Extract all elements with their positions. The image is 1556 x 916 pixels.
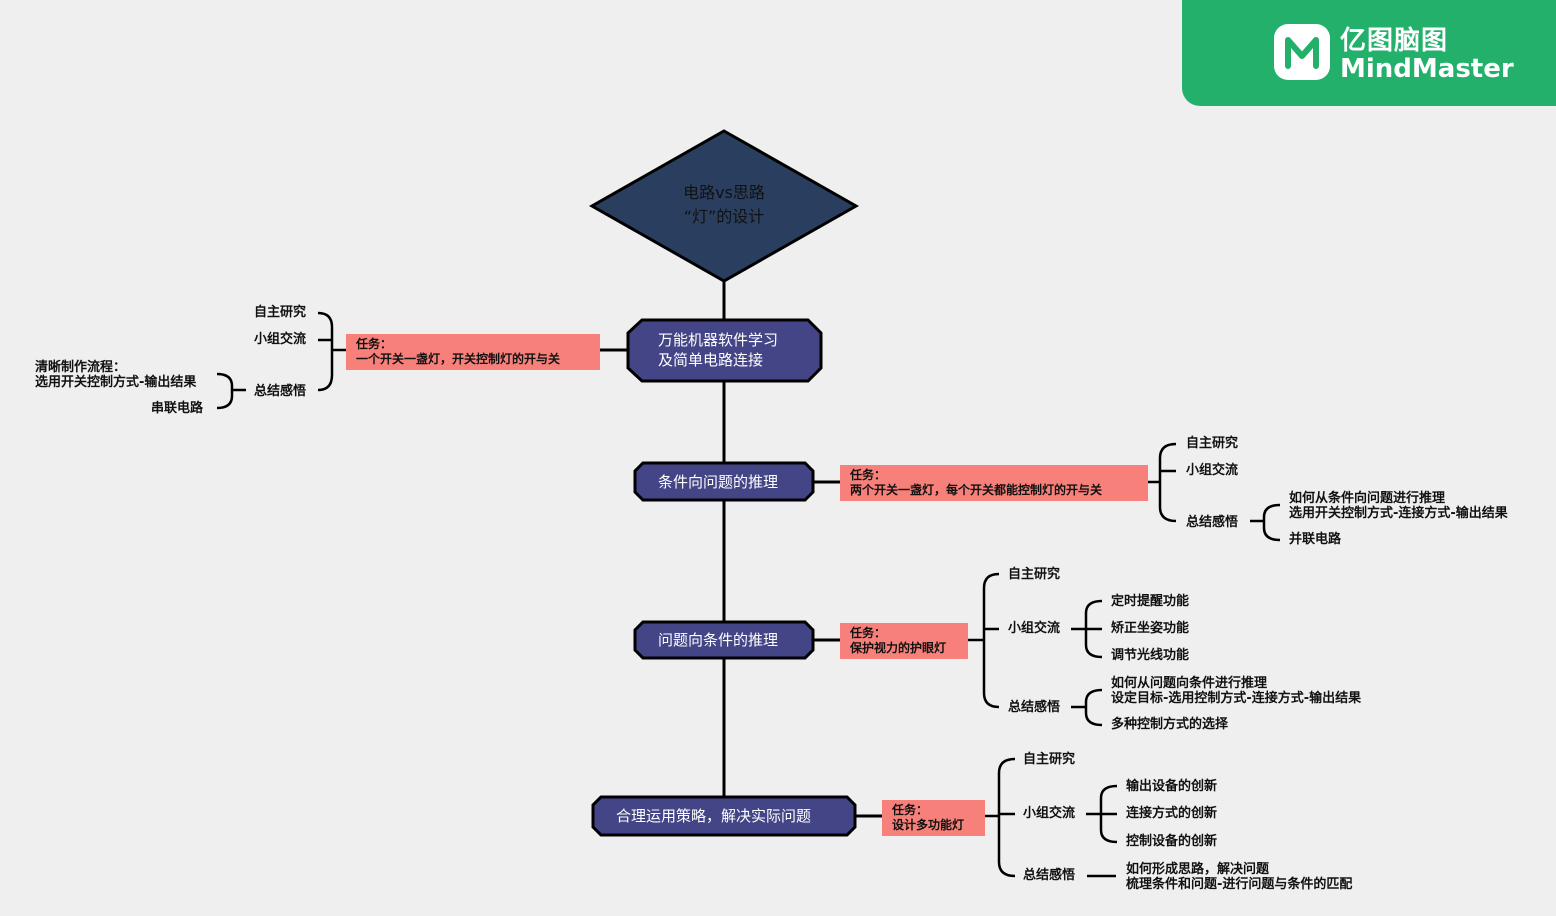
task-box-1[interactable]: 任务： 一个开关一盏灯，开关控制灯的开与关 <box>346 334 600 370</box>
b3-summary-item-1[interactable]: 如何从问题向条件进行推理 设定目标-选用控制方式-连接方式-输出结果 <box>1111 676 1361 706</box>
root-diamond <box>588 129 860 283</box>
main-node-2[interactable]: 条件向问题的推理 <box>658 473 779 491</box>
main-node-2-shape <box>633 461 815 502</box>
b3-self-study[interactable]: 自主研究 <box>1008 567 1061 582</box>
brand-name-cn: 亿图脑图 <box>1340 26 1449 56</box>
task-1-line-1: 任务： <box>356 337 393 351</box>
brand-name-en: MindMaster <box>1340 54 1514 84</box>
root-topic[interactable]: 电路vs思路 “灯”的设计 <box>624 181 824 229</box>
b3-summary-item-1-line-2: 设定目标-选用控制方式-连接方式-输出结果 <box>1111 691 1362 706</box>
b3-group-item-2[interactable]: 矫正坐姿功能 <box>1111 621 1190 636</box>
b1-summary[interactable]: 总结感悟 <box>254 384 307 399</box>
b2-group[interactable]: 小组交流 <box>1186 463 1239 478</box>
task-3-line-2: 保护视力的护眼灯 <box>850 641 947 655</box>
b2-summary-item-2[interactable]: 并联电路 <box>1289 532 1342 547</box>
main-node-1-line-2: 及简单电路连接 <box>658 351 764 369</box>
main-node-4-shape <box>591 795 857 837</box>
b4-self-study[interactable]: 自主研究 <box>1023 752 1076 767</box>
main-node-3[interactable]: 问题向条件的推理 <box>658 631 779 649</box>
b2-summary-item-1-line-1: 如何从条件向问题进行推理 <box>1289 491 1446 506</box>
b1-self-study[interactable]: 自主研究 <box>254 305 307 320</box>
b4-summary-item-1-line-1: 如何形成思路，解决问题 <box>1126 862 1270 877</box>
main-node-1-line-1: 万能机器软件学习 <box>658 331 779 349</box>
b4-group[interactable]: 小组交流 <box>1023 806 1076 821</box>
task-3-line-1: 任务： <box>850 626 887 640</box>
task-box-2[interactable]: 任务： 两个开关一盏灯，每个开关都能控制灯的开与关 <box>840 465 1148 501</box>
task-box-3[interactable]: 任务： 保护视力的护眼灯 <box>840 623 968 659</box>
task-4-line-1: 任务： <box>892 803 929 817</box>
main-node-3-shape <box>633 620 815 660</box>
b4-summary-item-1[interactable]: 如何形成思路，解决问题 梳理条件和问题-进行问题与条件的匹配 <box>1126 862 1352 892</box>
b2-summary[interactable]: 总结感悟 <box>1186 515 1239 530</box>
b2-self-study[interactable]: 自主研究 <box>1186 436 1239 451</box>
root-line-2: “灯”的设计 <box>683 207 765 226</box>
b4-summary[interactable]: 总结感悟 <box>1023 868 1076 883</box>
task-box-4[interactable]: 任务： 设计多功能灯 <box>882 800 985 836</box>
b4-group-item-2[interactable]: 连接方式的创新 <box>1126 806 1218 821</box>
b1-group[interactable]: 小组交流 <box>254 332 307 347</box>
b1-summary-item-2[interactable]: 串联电路 <box>151 401 204 416</box>
b3-group-item-1[interactable]: 定时提醒功能 <box>1111 594 1190 609</box>
b3-group-item-3[interactable]: 调节光线功能 <box>1111 648 1190 663</box>
b2-summary-item-1-line-2: 选用开关控制方式-连接方式-输出结果 <box>1289 506 1508 521</box>
main-node-4[interactable]: 合理运用策略，解决实际问题 <box>616 807 812 825</box>
b1-summary-item-1-line-1: 清晰制作流程： <box>35 360 127 375</box>
main-node-1[interactable]: 万能机器软件学习 及简单电路连接 <box>658 330 778 370</box>
task-2-line-2: 两个开关一盏灯，每个开关都能控制灯的开与关 <box>850 483 1103 497</box>
b4-summary-item-1-line-2: 梳理条件和问题-进行问题与条件的匹配 <box>1126 877 1353 892</box>
root-line-1: 电路vs思路 <box>683 183 765 202</box>
brand-badge: 亿图脑图 MindMaster <box>1182 0 1556 106</box>
b1-summary-item-1-line-2: 选用开关控制方式-输出结果 <box>35 375 197 390</box>
b3-summary-item-1-line-1: 如何从问题向条件进行推理 <box>1111 676 1268 691</box>
b2-summary-item-1[interactable]: 如何从条件向问题进行推理 选用开关控制方式-连接方式-输出结果 <box>1289 491 1508 521</box>
b3-summary-item-2[interactable]: 多种控制方式的选择 <box>1111 717 1229 732</box>
task-1-line-2: 一个开关一盏灯，开关控制灯的开与关 <box>356 352 561 366</box>
task-4-line-2: 设计多功能灯 <box>892 818 965 832</box>
b4-group-item-3[interactable]: 控制设备的创新 <box>1126 834 1218 849</box>
b4-group-item-1[interactable]: 输出设备的创新 <box>1126 779 1218 794</box>
b3-group[interactable]: 小组交流 <box>1008 621 1061 636</box>
main-node-1-shape <box>626 318 823 383</box>
b3-summary[interactable]: 总结感悟 <box>1008 700 1061 715</box>
mindmaster-logo-icon <box>1274 24 1330 80</box>
b1-summary-item-1[interactable]: 清晰制作流程： 选用开关控制方式-输出结果 <box>35 360 196 390</box>
task-2-line-1: 任务： <box>850 468 887 482</box>
